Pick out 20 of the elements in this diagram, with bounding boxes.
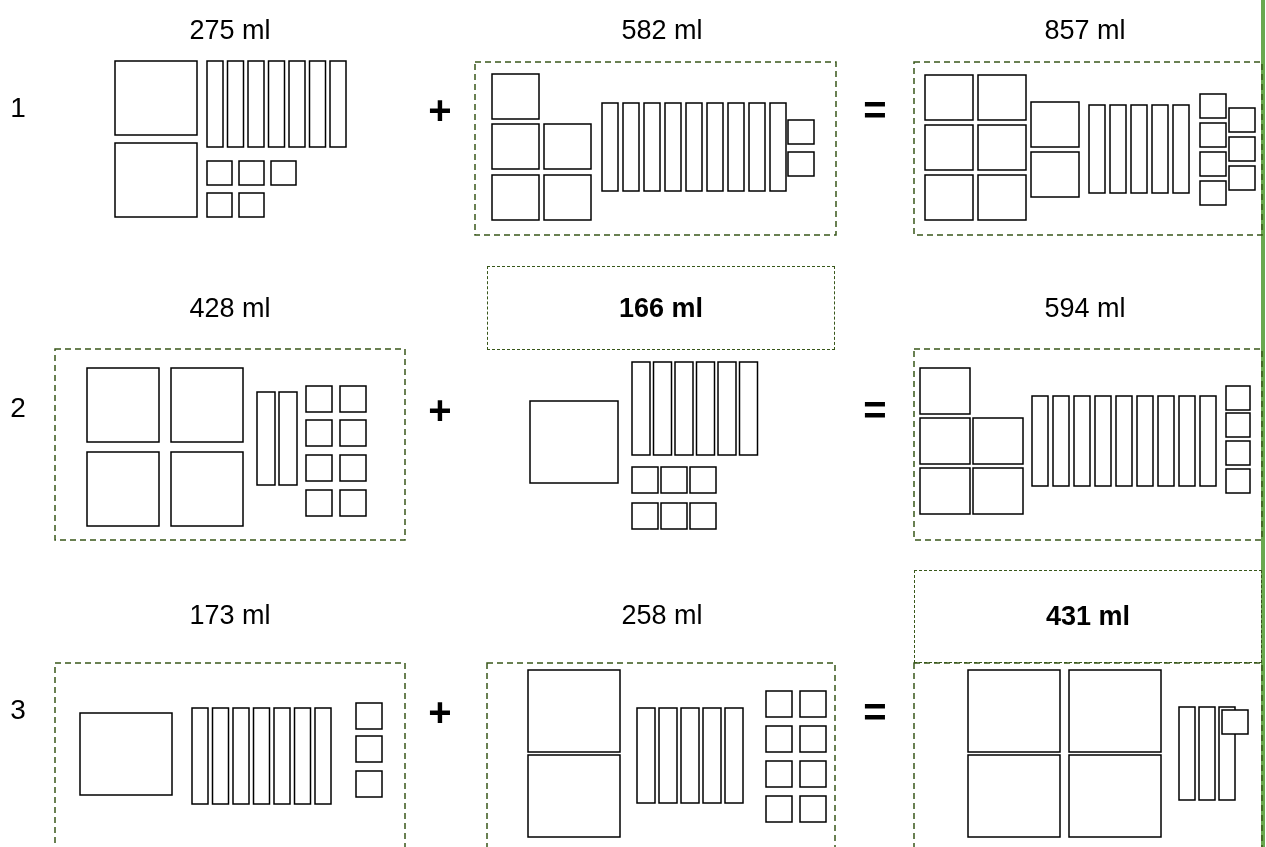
- volume-label: 582 ml: [621, 14, 703, 46]
- volume-label: 857 ml: [1044, 14, 1126, 46]
- row-number: 3: [10, 694, 26, 726]
- answer-box: [487, 266, 835, 350]
- volume-label: 594 ml: [1044, 292, 1126, 324]
- answer-text: 166 ml: [618, 292, 704, 324]
- equals-sign: =: [863, 387, 887, 433]
- plus-sign: +: [428, 689, 452, 735]
- volume-label: 173 ml: [189, 599, 271, 631]
- volume-label: 275 ml: [189, 14, 271, 46]
- answer-text: 431 ml: [1045, 601, 1131, 632]
- equals-sign: =: [863, 87, 887, 133]
- row-number: 2: [10, 392, 26, 424]
- answer-box: [914, 570, 1262, 663]
- volume-label: 428 ml: [189, 292, 271, 324]
- plus-sign: +: [428, 87, 452, 133]
- equals-sign: =: [863, 689, 887, 735]
- row-number: 1: [10, 92, 26, 124]
- plus-sign: +: [428, 387, 452, 433]
- volume-label: 258 ml: [621, 599, 703, 631]
